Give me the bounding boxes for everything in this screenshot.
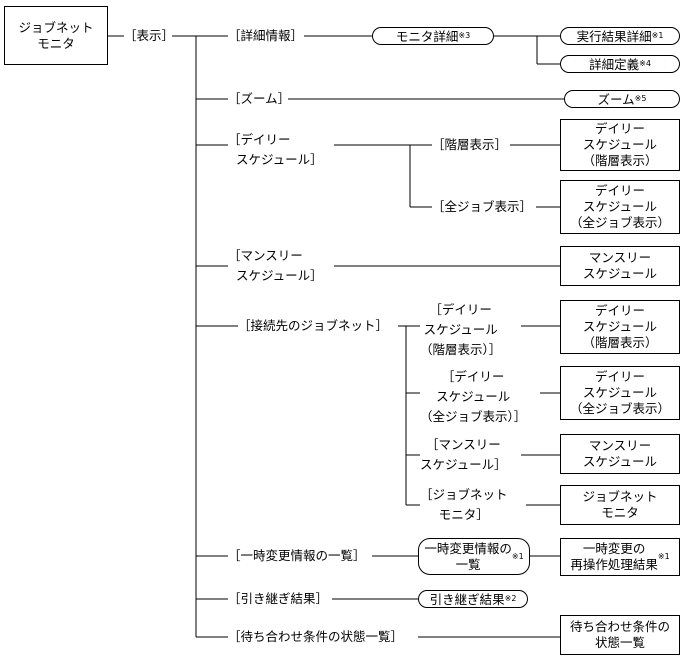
branch-connected-jobnet: ［接続先のジョブネット］ <box>238 318 389 333</box>
pill-monitor-detail: モニタ詳細※3 <box>372 27 494 45</box>
rbox-temp-change-list-text: 一時変更情報の 一覧 <box>424 540 512 572</box>
sub-all-jobs-view: ［全ジョブ表示］ <box>432 199 533 214</box>
branch-detail-info: ［詳細情報］ <box>228 28 304 43</box>
box-reexec-result: 一時変更の 再操作処理結果※1 <box>560 538 680 576</box>
box-daily-hier: デイリー スケジュール （階層表示） <box>560 119 680 171</box>
pill-inherit-result-text: 引き継ぎ結果 <box>429 591 505 607</box>
pill-exec-result-detail-text: 実行結果詳細 <box>576 28 652 44</box>
box-daily-all: デイリー スケジュール （全ジョブ表示） <box>560 180 680 234</box>
sub-hierarchy-view: ［階層表示］ <box>432 137 508 152</box>
branch-wait-condition-list: ［待ち合わせ条件の状態一覧］ <box>228 629 404 644</box>
root-jobnet-monitor-box: ジョブネット モニタ <box>4 6 108 65</box>
box-conn-daily-all: デイリー スケジュール （全ジョブ表示） <box>560 366 680 420</box>
pill-zoom-text: ズーム <box>597 91 635 107</box>
pill-detail-definition-text: 詳細定義 <box>589 56 640 72</box>
box-conn-daily-hier: デイリー スケジュール （階層表示） <box>560 300 680 354</box>
branch-monthly-schedule: ［マンスリー スケジュール］ <box>228 248 323 283</box>
pill-exec-result-detail: 実行結果詳細※1 <box>560 27 680 45</box>
branch-zoom: ［ズーム］ <box>228 91 291 106</box>
pill-detail-definition: 詳細定義※4 <box>560 55 680 73</box>
rbox-temp-change-list: 一時変更情報の 一覧※1 <box>418 538 530 575</box>
box-wait-condition: 待ち合わせ条件の 状態一覧 <box>560 615 680 655</box>
box-conn-jobnet-monitor: ジョブネット モニタ <box>560 485 680 525</box>
pill-inherit-result: 引き継ぎ結果※2 <box>418 590 528 608</box>
box-monthly: マンスリー スケジュール <box>560 246 680 286</box>
pill-monitor-detail-text: モニタ詳細 <box>395 28 459 44</box>
sub-conn-daily-all: ［デイリー スケジュール （全ジョブ表示）］ <box>420 369 527 424</box>
sub-conn-monthly: ［マンスリー スケジュール］ <box>420 437 507 472</box>
branch-temp-change-list: ［一時変更情報の一覧］ <box>228 548 366 563</box>
branch-daily-schedule: ［デイリー スケジュール］ <box>228 132 323 167</box>
sub-conn-jobnet-monitor: ［ジョブネット モニタ］ <box>420 487 508 522</box>
menu-display-label: ［表示］ <box>124 28 175 43</box>
box-conn-monthly: マンスリー スケジュール <box>560 434 680 474</box>
sub-conn-daily-hier: ［デイリー スケジュール （階層表示）］ <box>420 302 502 357</box>
branch-inherit-result: ［引き継ぎ結果］ <box>228 591 329 606</box>
box-reexec-result-text: 一時変更の 再操作処理結果 <box>570 541 658 572</box>
pill-zoom: ズーム※5 <box>564 90 680 108</box>
